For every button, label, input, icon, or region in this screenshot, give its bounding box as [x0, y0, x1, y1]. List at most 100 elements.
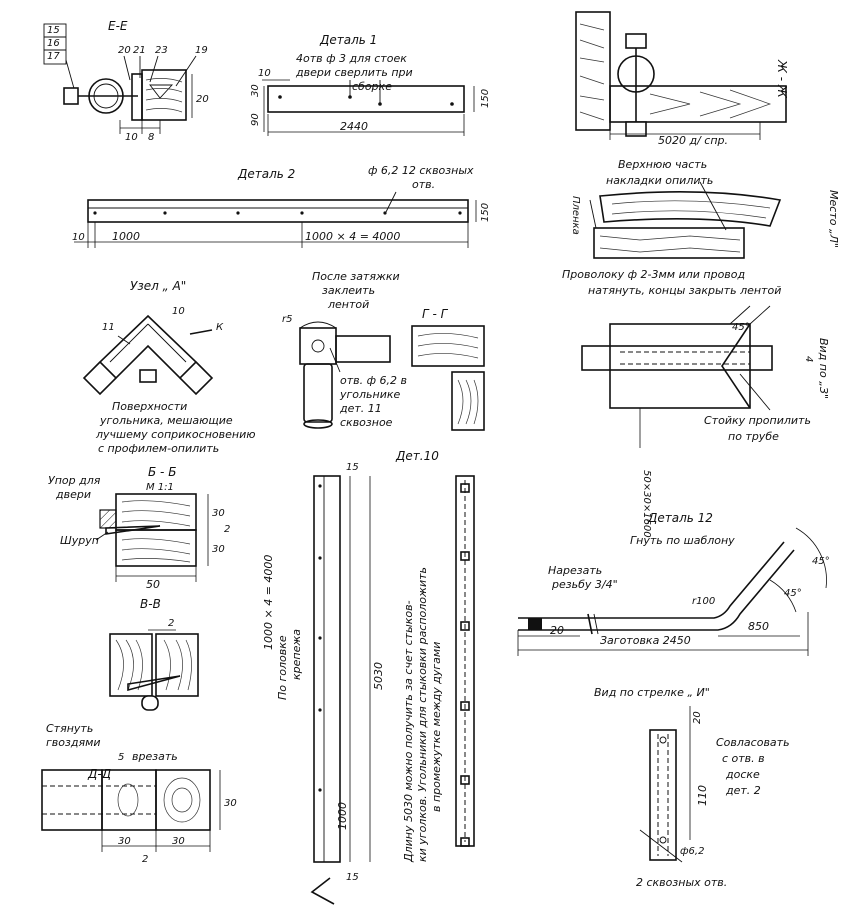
dd-cut-label: врезать [132, 750, 178, 763]
detail-1-dim-90: 90 [250, 113, 261, 126]
detail-12-dim-850: 850 [748, 620, 769, 633]
ee-label-17: 17 [47, 51, 60, 62]
view-i-note-line2: с отв. в [722, 752, 765, 765]
detail-1-dim-10: 10 [258, 68, 271, 79]
detail-12-r100: r100 [692, 596, 715, 607]
z-note-line1: Стойку пропилить [704, 414, 811, 427]
detail-2-note-line1: ф 6,2 12 сквозных [368, 164, 474, 177]
detail-12-thread-line1: Нарезать [548, 564, 602, 577]
section-v-v-title: В-В [140, 597, 161, 611]
section-d-d-title: Д-Д [87, 767, 111, 781]
dd-dim-5: 5 [118, 752, 124, 763]
detail-2: Деталь 2 ф 6,2 12 сквозных отв. 10 1000 … [72, 164, 491, 248]
section-b-b: Б - Б М 1:1 Упор для двери Шуруп 30 2 30… [48, 465, 230, 591]
detail-10-dim-15-bottom: 15 [346, 872, 359, 883]
node-a-label-11: 11 [102, 322, 115, 333]
tape-r5: r5 [282, 314, 292, 325]
detail-10: Дет.10 15 1000 × 4 = 4000 5030 1000 15 П… [262, 449, 475, 905]
l-note-line4: натянуть, концы закрыть лентой [588, 284, 781, 297]
detail-12-thread-line2: резьбу 3/4" [551, 578, 618, 591]
ee-label-15: 15 [47, 25, 60, 36]
bolt-head [63, 87, 79, 105]
node-a-label-k: К [216, 322, 224, 333]
zh-dim-5020: 5020 д/ спр. [658, 134, 728, 147]
section-g-g: Г - Г [411, 307, 485, 431]
detail-12-pipe-top [518, 541, 785, 619]
node-a-note-line1: Поверхности [112, 400, 187, 413]
node-a-label-10: 10 [172, 306, 185, 317]
place-l-detail: Верхнюю часть накладки опилить Пленка Ме… [562, 158, 840, 297]
tape-note-line5: угольнике [339, 388, 401, 401]
dd-note-line1: Стянуть [46, 722, 93, 735]
view-i-title: Вид по стрелке „ И" [594, 686, 710, 699]
ee-label-23: 23 [155, 45, 168, 56]
dd-dim-30-a: 30 [118, 836, 131, 847]
bb-stop-line2: двери [55, 488, 91, 501]
view-i-note-line5: 2 сквозных отв. [636, 876, 727, 889]
detail-1: Деталь 1 4отв ф 3 для стоек двери сверли… [250, 33, 491, 136]
bb-dim-30-top: 30 [212, 508, 225, 519]
detail-1-note-line2: двери сверлить при [295, 66, 413, 79]
view-i-note-line1: Совласовать [716, 736, 790, 749]
bb-stop-line1: Упор для [48, 474, 101, 487]
detail-10-note-line3: в промежутке между дугами [430, 642, 443, 812]
detail-12: Деталь 12 Гнуть по шаблону Нарезать резь… [517, 511, 830, 656]
tape-note-line7: сквозное [340, 416, 393, 429]
tape-note-line4: отв. ф 6,2 в [340, 374, 407, 387]
section-b-b-title: Б - Б [148, 465, 176, 479]
view-i-note-line4: дет. 2 [725, 784, 761, 797]
bb-dim-30-bottom: 30 [212, 544, 225, 555]
z-note-line2: по трубе [728, 430, 779, 443]
detail-10-dim-1000: 1000 [336, 802, 349, 830]
detail-1-plate [267, 85, 465, 113]
l-note-line2: накладки опилить [606, 174, 713, 187]
view-i-post [649, 729, 677, 861]
view-z: 45° Вид по „З" 4 50×30×1600 Стойку пропи… [581, 305, 830, 538]
detail-1-dim-2440: 2440 [340, 120, 368, 133]
dd-dim-30-b: 30 [172, 836, 185, 847]
detail-1-dim-150: 150 [480, 89, 491, 108]
detail-1-dim-30: 30 [250, 84, 261, 97]
detail-10-dim-5030: 5030 [372, 662, 385, 690]
detail-2-dim-150: 150 [480, 203, 491, 222]
node-a: Узел „ А" 10 11 К Поверхности угольника,… [82, 279, 255, 455]
detail-10-note-line2: ки уголков. Угольники для стыковки распо… [416, 567, 429, 862]
bb-screw-label: Шуруп [60, 534, 99, 547]
section-g-g-title: Г - Г [422, 307, 449, 321]
z-dim-4: 4 [803, 356, 814, 362]
view-i-dim-110: 110 [696, 785, 709, 806]
detail-12-bend: Гнуть по шаблону [630, 534, 735, 547]
section-zh-title: Ж - Ж [775, 59, 789, 99]
detail-2-title: Деталь 2 [237, 167, 295, 181]
l-place: Место „Л" [827, 190, 840, 248]
angle-profile-symbol [310, 877, 335, 905]
detail-10-note-line1: Длину 5030 можно получить за счет стыков… [402, 600, 415, 863]
l-plenka: Пленка [570, 196, 581, 235]
tape-note-line1: После затяжки [312, 270, 400, 283]
section-e-e: Е-Е 15 16 17 20 21 23 19 20 10 8 [43, 19, 209, 143]
section-zh-zh: Ж - Ж 5020 д/ спр. [575, 11, 789, 147]
ee-dim-8: 8 [148, 132, 154, 143]
detail-2-dim-10: 10 [72, 232, 85, 243]
detail-1-title: Деталь 1 [319, 33, 377, 47]
detail-10-title: Дет.10 [395, 449, 439, 463]
ee-label-16: 16 [47, 38, 60, 49]
node-a-note-line2: угольника, мешающие [99, 414, 233, 427]
dd-note-line2: гвоздями [46, 736, 101, 749]
view-arrow-i: Вид по стрелке „ И" 20 110 Совласовать с… [594, 686, 790, 889]
tape-note-line2: заклеить [322, 284, 375, 297]
bb-dim-50: 50 [146, 578, 160, 591]
z-view-label: Вид по „З" [817, 338, 830, 399]
section-d-d: Стянуть гвоздями 5 врезать Д-Д 30 30 30 … [41, 722, 237, 865]
tape-note-line3: лентой [327, 298, 369, 311]
view-i-hole: ф6,2 [680, 846, 704, 857]
ee-label-20: 20 [118, 45, 131, 56]
detail-2-board [87, 199, 469, 223]
detail-12-blank: Заготовка 2450 [600, 634, 691, 647]
l-note-line1: Верхнюю часть [618, 158, 707, 171]
detail-2-note-line2: отв. [412, 178, 435, 191]
ee-label-19: 19 [195, 45, 208, 56]
section-b-b-scale: М 1:1 [146, 482, 174, 493]
dd-dim-2: 2 [142, 854, 148, 865]
